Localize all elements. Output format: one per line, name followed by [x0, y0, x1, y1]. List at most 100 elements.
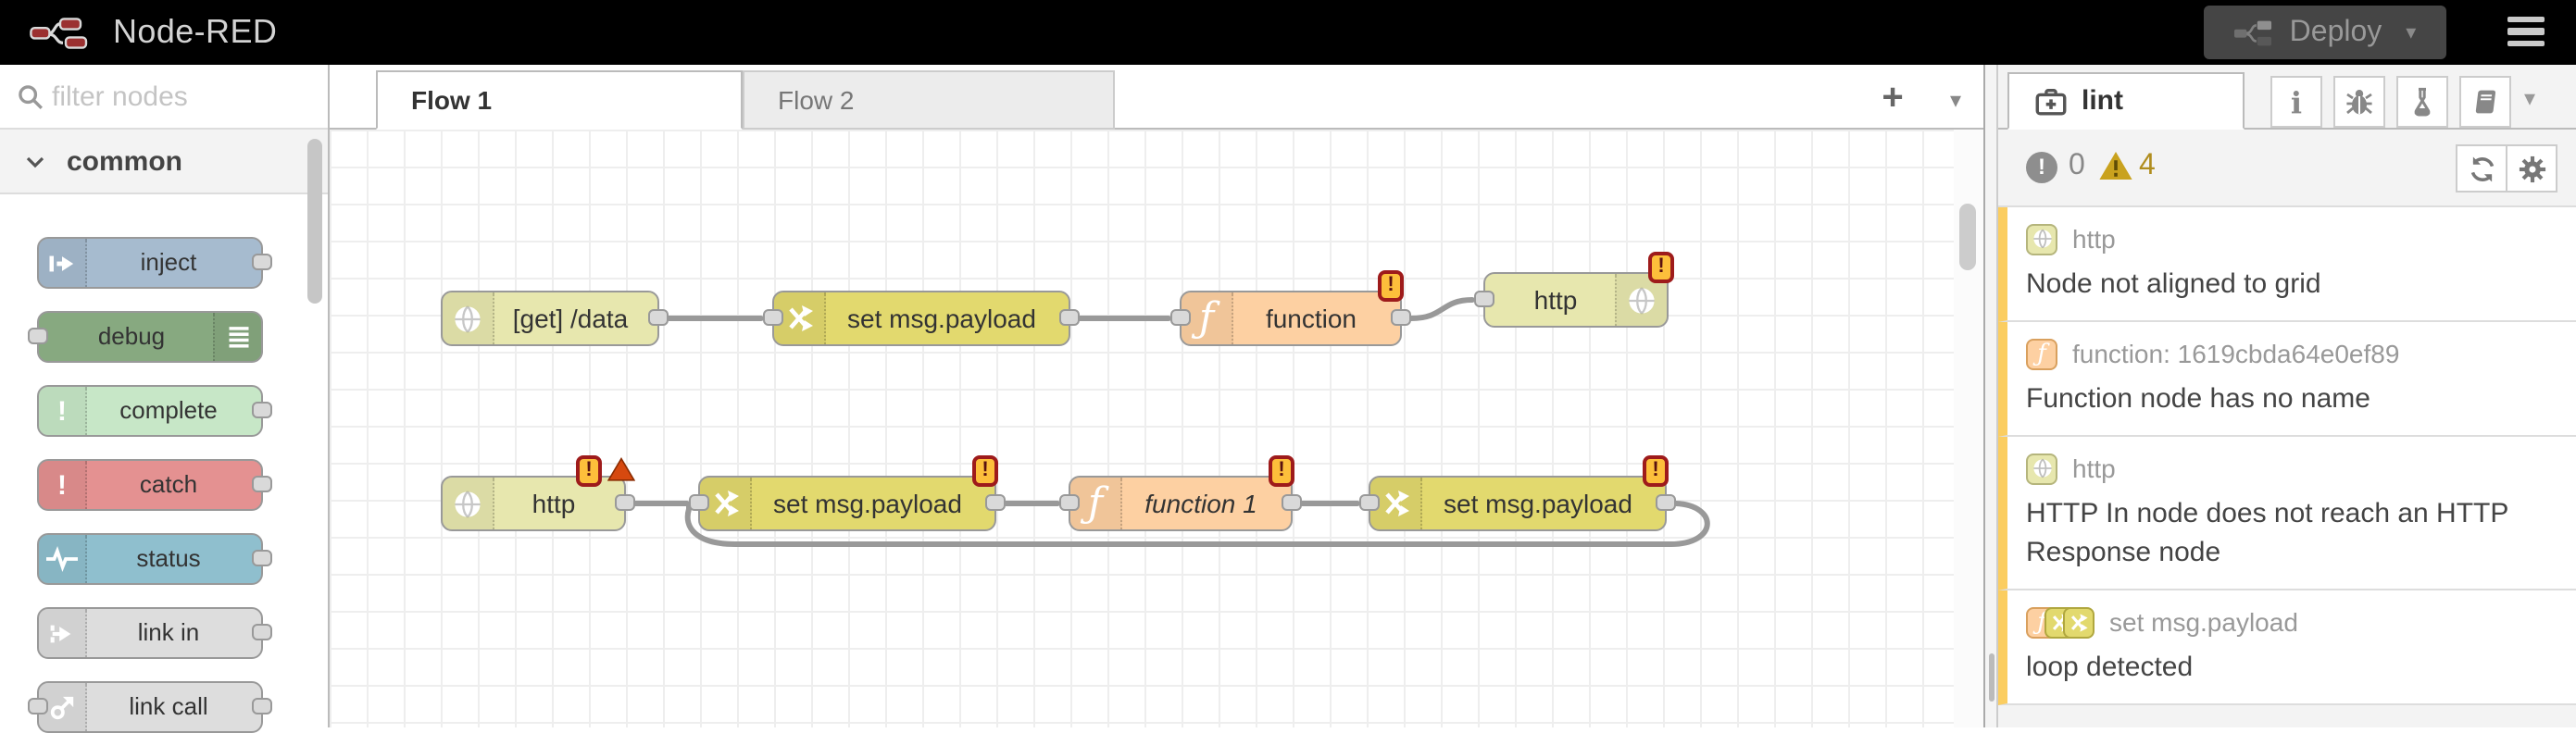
deploy-button[interactable]: Deploy ▾ — [2204, 6, 2446, 59]
output-port[interactable] — [1656, 494, 1676, 511]
sidebar-menu-caret-icon[interactable]: ▾ — [2524, 85, 2536, 111]
palette-scrollbar[interactable] — [307, 139, 322, 304]
main-menu-button[interactable] — [2507, 13, 2545, 50]
sidebar-tab-label: lint — [2082, 85, 2123, 117]
lint-issue[interactable]: ƒ function: 1619cbda64e0ef89 Function no… — [1998, 322, 2576, 437]
input-port[interactable] — [1474, 291, 1494, 307]
palette-node-catch[interactable]: ! catch — [37, 459, 272, 511]
issue-node-label: http — [2072, 453, 2116, 483]
issue-message: Function node has no name — [2026, 383, 2370, 415]
output-port[interactable] — [252, 624, 272, 640]
input-port[interactable] — [28, 328, 48, 344]
node-label: [get] /data — [512, 304, 629, 333]
wire-loop — [684, 501, 1710, 547]
canvas-vertical-scrollbar[interactable] — [1954, 130, 1983, 727]
palette-node-debug[interactable]: debug — [28, 311, 263, 363]
node-label: function 1 — [1144, 489, 1257, 518]
warning-badge: ! — [1648, 252, 1674, 283]
output-port[interactable] — [252, 698, 272, 714]
canvas-node-change-2[interactable]: set msg.payload ! — [689, 455, 1006, 531]
scrollbar-thumb[interactable] — [1959, 204, 1976, 270]
input-port[interactable] — [1359, 494, 1380, 511]
canvas-node-http-in-get-data[interactable]: [get] /data — [441, 291, 669, 346]
canvas-node-function-1[interactable]: ƒ function 1 ! — [1059, 455, 1302, 531]
chevron-down-icon — [26, 155, 44, 168]
output-port[interactable] — [1391, 309, 1411, 326]
palette-section-common[interactable]: common — [0, 130, 328, 194]
node-palette: common inject debug — [0, 65, 330, 733]
output-port[interactable] — [1059, 309, 1080, 326]
input-port[interactable] — [28, 698, 48, 714]
loop-node-icons: ƒ — [2026, 606, 2095, 638]
search-input[interactable] — [48, 72, 319, 120]
flow-tab-bar: Flow 1 Flow 2 + ▾ — [330, 65, 1983, 130]
tab-debug-button[interactable] — [2333, 76, 2385, 128]
lint-issue[interactable]: http Node not aligned to grid — [1998, 207, 2576, 322]
refresh-icon — [2470, 155, 2494, 181]
refresh-button[interactable] — [2456, 144, 2507, 193]
palette-node-inject[interactable]: inject — [37, 237, 272, 289]
lint-issue[interactable]: ƒ set msg.payloa — [1998, 590, 2576, 705]
change-node-icon — [2063, 606, 2095, 638]
output-port[interactable] — [252, 550, 272, 566]
palette-node-label: catch — [139, 470, 198, 498]
link-in-icon — [39, 609, 87, 657]
app-title: Node-RED — [113, 13, 278, 50]
deploy-caret-icon[interactable]: ▾ — [2406, 22, 2417, 44]
input-port[interactable] — [1059, 494, 1080, 511]
globe-icon — [443, 478, 494, 529]
tab-context-button[interactable] — [2396, 76, 2448, 128]
output-port[interactable] — [648, 309, 669, 326]
output-port[interactable] — [985, 494, 1006, 511]
warning-triangle-icon — [2099, 152, 2132, 180]
add-flow-button[interactable]: + — [1882, 78, 1904, 118]
sidebar-splitter[interactable] — [1983, 65, 1998, 727]
splitter-scroll-thumb[interactable] — [1989, 653, 1995, 702]
node-label: set msg.payload — [847, 304, 1036, 333]
error-count-icon: ! — [2026, 152, 2057, 183]
tab-flow-1[interactable]: Flow 1 — [376, 70, 743, 130]
palette-node-link-in[interactable]: link in — [37, 607, 272, 659]
lint-issue[interactable]: http HTTP In node does not reach an HTTP… — [1998, 437, 2576, 590]
medkit-icon — [2035, 88, 2067, 115]
output-port[interactable] — [615, 494, 635, 511]
output-port[interactable] — [252, 476, 272, 492]
output-port[interactable] — [252, 402, 272, 418]
warning-badge: ! — [1378, 270, 1404, 302]
input-port[interactable] — [763, 309, 783, 326]
output-port[interactable] — [252, 254, 272, 270]
palette-node-link-call[interactable]: link call — [28, 681, 272, 733]
lint-issue-list: http Node not aligned to grid ƒ function… — [1998, 207, 2576, 727]
palette-node-status[interactable]: status — [37, 533, 272, 585]
input-port[interactable] — [1170, 309, 1191, 326]
palette-node-label: status — [136, 544, 201, 572]
canvas-node-change-1[interactable]: set msg.payload — [763, 291, 1080, 346]
palette-node-complete[interactable]: ! complete — [37, 385, 272, 437]
tab-info-button[interactable]: i — [2270, 76, 2322, 128]
deploy-label: Deploy — [2289, 16, 2382, 47]
exclamation-icon: ! — [39, 387, 87, 435]
http-in-node-icon — [2026, 453, 2057, 484]
warning-badge: ! — [1643, 455, 1669, 487]
flow-canvas[interactable]: [get] /data set msg.payload ƒ function — [330, 130, 1954, 727]
tab-lint[interactable]: lint — [2007, 72, 2245, 130]
wires[interactable] — [330, 130, 1954, 727]
info-icon: i — [2290, 84, 2303, 119]
canvas-node-http-response[interactable]: http ! — [1474, 252, 1674, 328]
canvas-node-function[interactable]: ƒ function ! — [1170, 270, 1411, 346]
canvas-node-http-in[interactable]: http ! — [441, 455, 635, 531]
issue-message: HTTP In node does not reach an HTTP Resp… — [2026, 498, 2508, 568]
flow-list-caret-icon[interactable]: ▾ — [1949, 87, 1962, 113]
tab-help-button[interactable] — [2459, 76, 2511, 128]
error-count: 0 — [2069, 150, 2085, 181]
settings-button[interactable] — [2506, 144, 2557, 193]
canvas-node-change-3[interactable]: set msg.payload ! — [1359, 455, 1676, 531]
input-port[interactable] — [689, 494, 709, 511]
issue-node-label: function: 1619cbda64e0ef89 — [2072, 339, 2400, 368]
node-red-logo-icon — [30, 17, 88, 48]
tab-flow-2[interactable]: Flow 2 — [743, 70, 1115, 130]
palette-node-label: complete — [119, 396, 218, 424]
warning-badge: ! — [576, 455, 602, 487]
output-port[interactable] — [1282, 494, 1302, 511]
